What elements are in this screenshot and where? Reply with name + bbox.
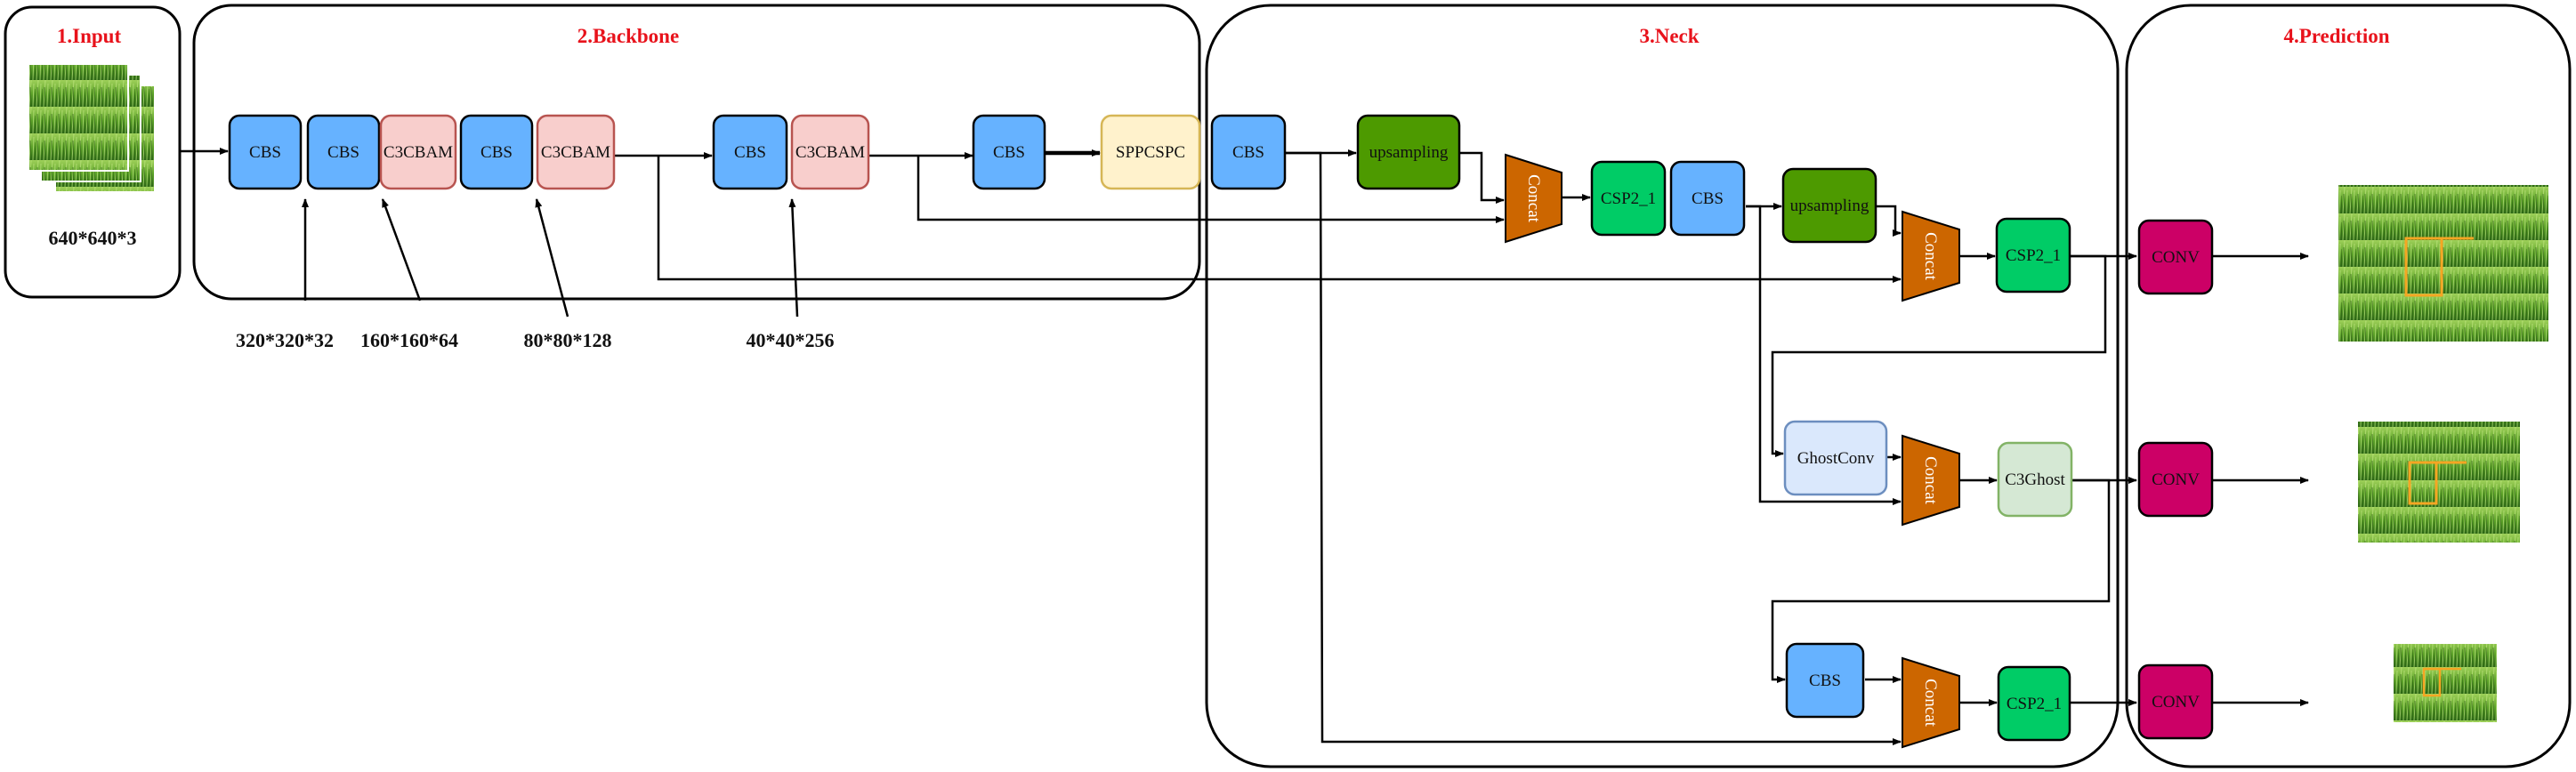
svg-text:CONV: CONV <box>2152 248 2200 267</box>
svg-text:CBS: CBS <box>1692 189 1724 208</box>
concat-block-2: Concat <box>1902 210 1960 302</box>
svg-text:CONV: CONV <box>2152 693 2200 712</box>
sppcspc-block: SPPCSPC <box>1100 114 1201 190</box>
svg-text:CSP2_1: CSP2_1 <box>2006 246 2061 265</box>
dim-label-2: 160*160*64 <box>360 329 458 351</box>
output-image-small <box>2394 644 2497 722</box>
svg-text:upsampling: upsampling <box>1790 197 1869 215</box>
connection-lines <box>180 148 2309 745</box>
svg-text:CBS: CBS <box>1232 143 1264 162</box>
cbs-block-2: CBS <box>306 114 381 190</box>
svg-text:Concat: Concat <box>1921 679 1940 728</box>
c3ghost-block: C3Ghost <box>1997 441 2073 518</box>
concat-block-1: Concat <box>1505 153 1563 244</box>
concat-block-3: Concat <box>1902 434 1960 527</box>
svg-text:C3CBAM: C3CBAM <box>384 143 453 162</box>
svg-text:CSP2_1: CSP2_1 <box>2007 695 2062 713</box>
svg-text:CBS: CBS <box>1809 671 1841 690</box>
input-size-label: 640*640*3 <box>49 227 137 249</box>
c3cbam-block-2: C3CBAM <box>536 114 616 190</box>
neck-section-frame <box>1205 4 2120 768</box>
neck-section-title: 3.Neck <box>1639 25 1699 47</box>
svg-text:Concat: Concat <box>1524 174 1543 223</box>
svg-text:CONV: CONV <box>2152 470 2200 489</box>
svg-text:CSP2_1: CSP2_1 <box>1601 189 1656 208</box>
c3cbam-block-3: C3CBAM <box>790 114 870 190</box>
dim-label-4: 40*40*256 <box>747 329 835 351</box>
dim-label-3: 80*80*128 <box>524 329 612 351</box>
svg-text:CBS: CBS <box>993 143 1025 162</box>
concat-block-4: Concat <box>1902 656 1960 749</box>
svg-text:CBS: CBS <box>249 143 281 162</box>
cbs-block-6: CBS <box>1210 114 1287 190</box>
cbs-block-3: CBS <box>459 114 534 190</box>
svg-text:upsampling: upsampling <box>1369 143 1449 162</box>
svg-text:CBS: CBS <box>480 143 513 162</box>
svg-text:GhostConv: GhostConv <box>1797 449 1875 468</box>
cbs-block-7: CBS <box>1669 160 1746 237</box>
conv-block-3: CONV <box>2137 663 2214 740</box>
cbs-block-5: CBS <box>972 114 1046 190</box>
cbs-block-8: CBS <box>1785 642 1865 719</box>
c3cbam-block-1: C3CBAM <box>379 114 457 190</box>
input-section-title: 1.Input <box>57 25 122 47</box>
conv-block-2: CONV <box>2137 441 2214 518</box>
svg-text:Concat: Concat <box>1921 232 1940 281</box>
csp2-block-1: CSP2_1 <box>1590 160 1667 237</box>
svg-text:CBS: CBS <box>734 143 766 162</box>
svg-text:Concat: Concat <box>1921 456 1940 505</box>
upsampling-block-2: upsampling <box>1781 167 1877 244</box>
conv-block-1: CONV <box>2137 219 2214 295</box>
svg-text:C3Ghost: C3Ghost <box>2005 470 2065 489</box>
backbone-section-title: 2.Backbone <box>577 25 679 47</box>
csp2-block-2: CSP2_1 <box>1995 217 2071 294</box>
csp2-block-3: CSP2_1 <box>1997 665 2071 742</box>
prediction-section-frame <box>2125 4 2572 768</box>
svg-text:C3CBAM: C3CBAM <box>541 143 610 162</box>
prediction-section-title: 4.Prediction <box>2283 25 2389 47</box>
dim-label-1: 320*320*32 <box>236 329 334 351</box>
ghostconv-block: GhostConv <box>1783 420 1888 496</box>
upsampling-block-1: upsampling <box>1356 114 1461 190</box>
svg-text:SPPCSPC: SPPCSPC <box>1116 143 1185 162</box>
svg-text:CBS: CBS <box>327 143 359 162</box>
cbs-block-4: CBS <box>712 114 788 190</box>
input-image-stack <box>28 63 156 193</box>
output-image-medium <box>2358 422 2520 543</box>
output-image-large <box>2338 185 2548 342</box>
svg-text:C3CBAM: C3CBAM <box>795 143 865 162</box>
cbs-block-1: CBS <box>228 114 303 190</box>
